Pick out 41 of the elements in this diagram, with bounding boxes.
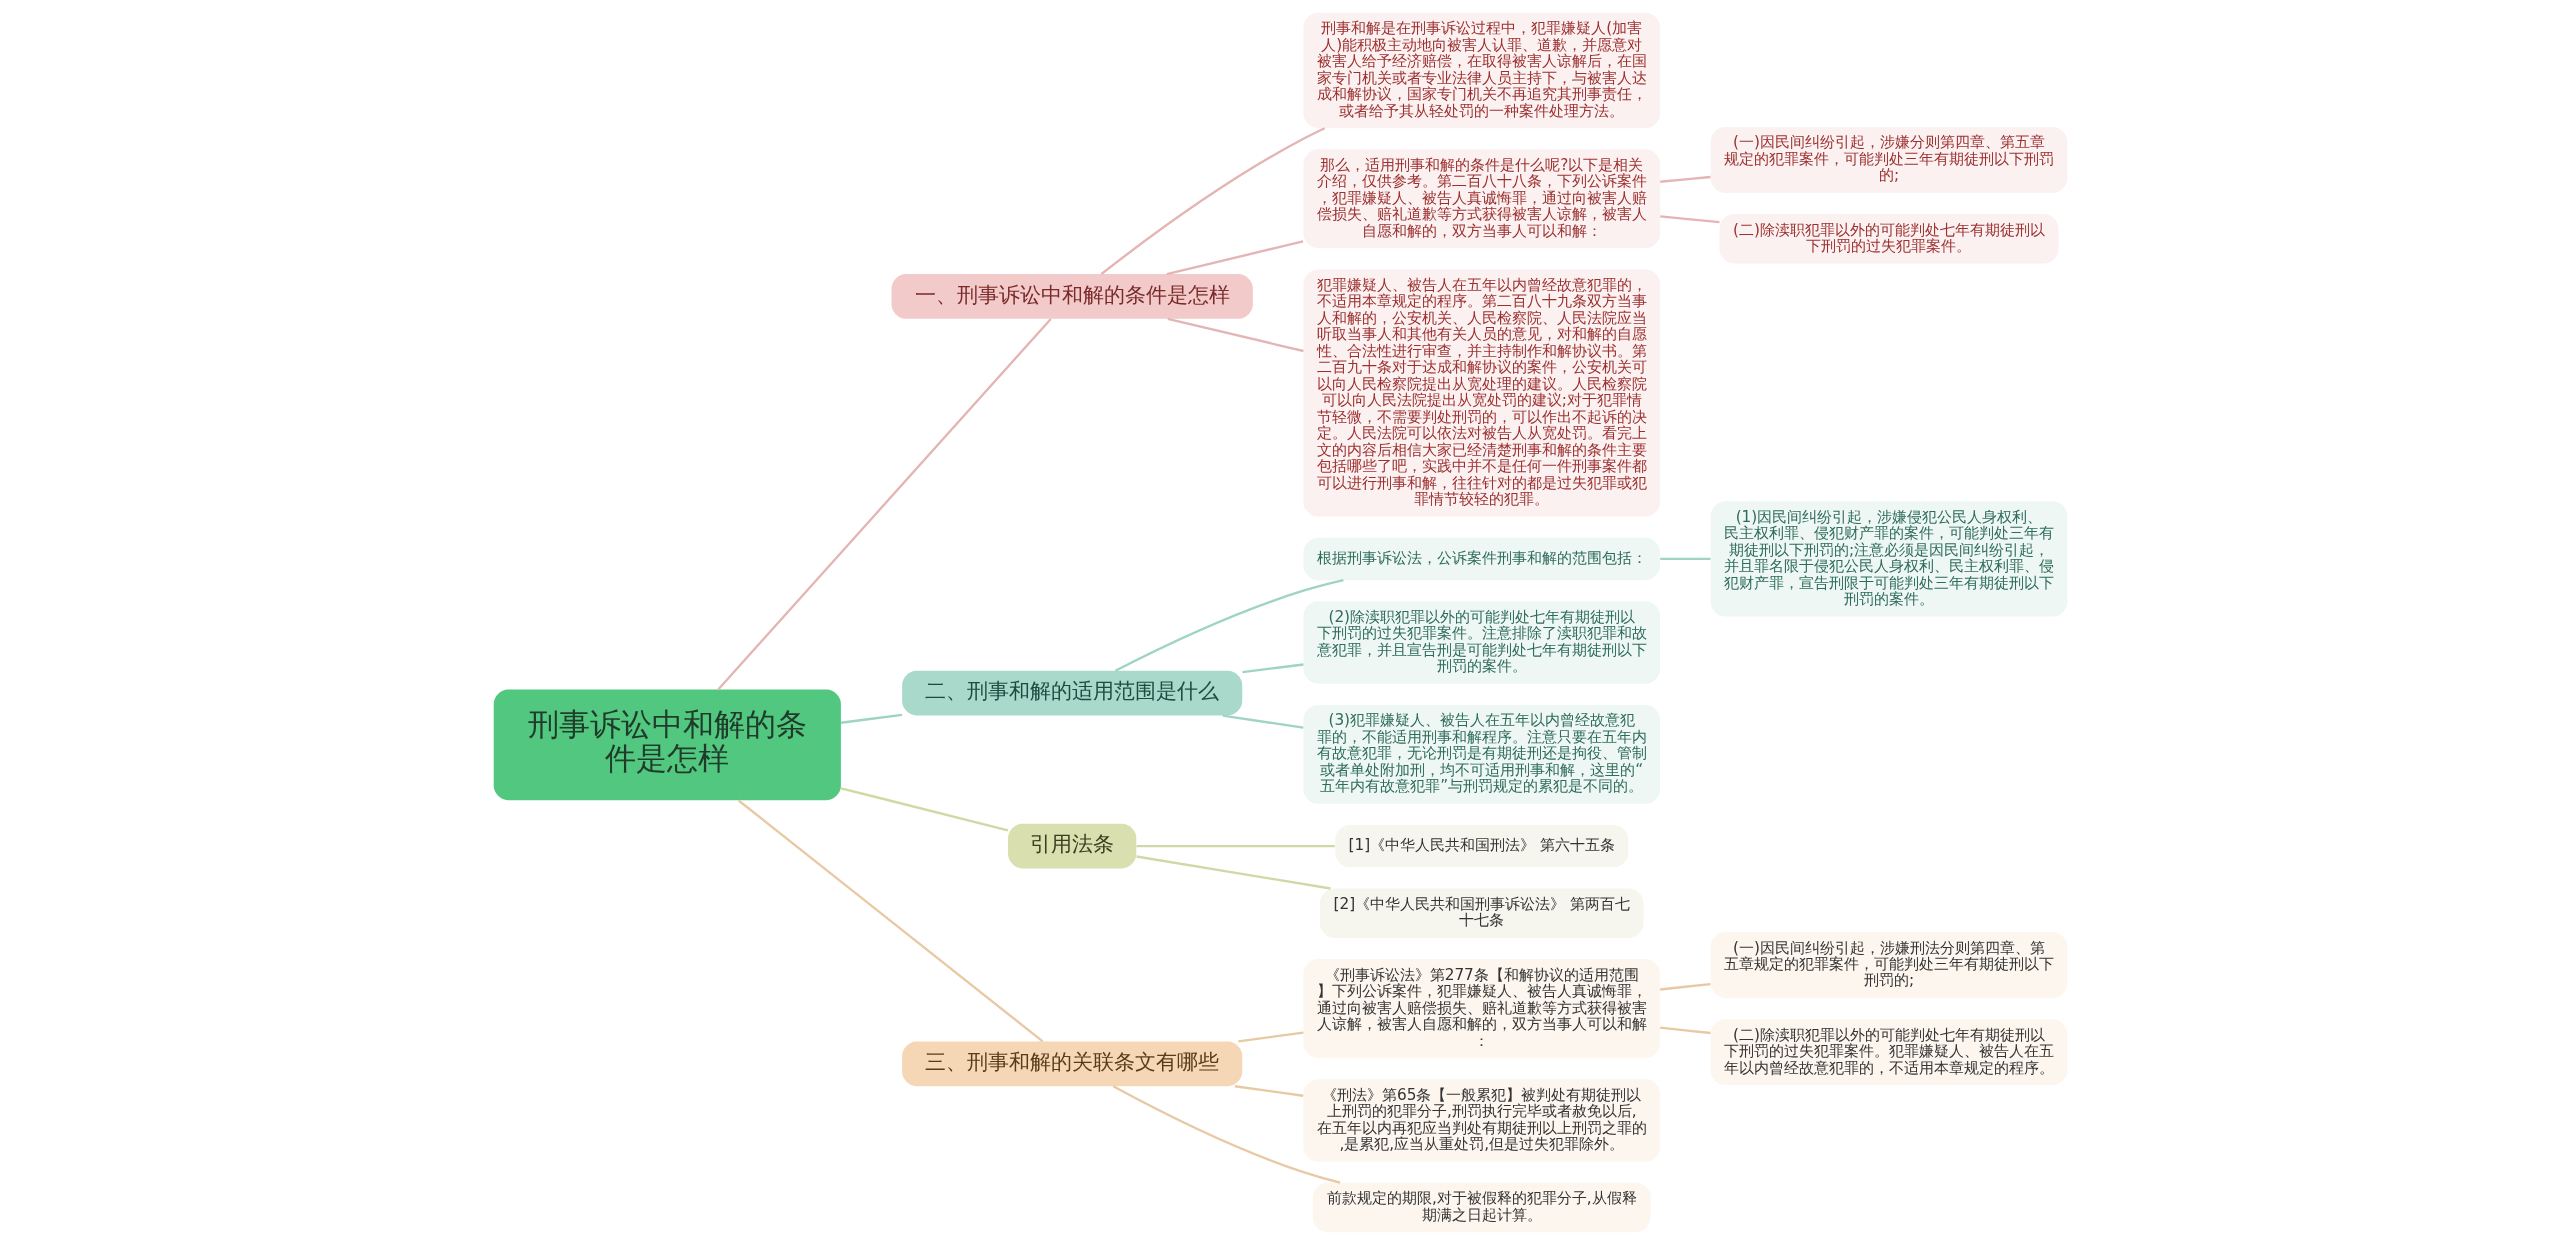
node-box: 刑事和解是在刑事诉讼过程中，犯罪嫌疑人(加害人)能积极主动地向被害人认罪、道歉，并愿意对被害人给予经济赔偿，在取得被害人谅解后，在国家专门机关或者专业法律人员主持下，与被害人达成和解协议，国家专门机关不再追究其刑事责任，或者给予其从轻处罚的一种案件处理方法。 — [1302, 12, 1660, 129]
node-box: 犯罪嫌疑人、被告人在五年以内曾经故意犯罪的，不适用本章规定的程序。第二百八十九条双方当事人和解的，公安机关、人民检察院、人民法院应当听取当事人和其他有关人员的意见，对和解的自愿性、合法性进行审查，并主持制作和解协议书。第二百九十条对于达成和解协议的案件，公安机关可以向人民检察院提出从宽处理的建议。人民检察院可以向人民法院提出从宽处罚的建议;对于犯罪情节轻微，不需要判处刑罚的，可以作出不起诉的决定。人民法院可以依法对被告人从宽处罚。看完上文的内容后相信大家已经清楚刑事和解的条件主要包括哪些了吧，实践中并不是任何一件刑事案件都可以进行刑事和解，往往针对的都是过失犯罪或犯罪情节较轻的犯罪。 — [1302, 269, 1660, 517]
node-box: 《刑法》第65条【一般累犯】被判处有期徒刑以上刑罚的犯罪分子,刑罚执行完毕或者赦免以后,在五年以内再犯应当判处有期徒刑以上刑罚之罪的,是累犯,应当从重处罚,但是过失犯罪除外。 — [1302, 1079, 1660, 1162]
node-box: 根据刑事诉讼法，公诉案件刑事和解的范围包括： — [1302, 537, 1660, 581]
node-box: (一)因民间纠纷引起，涉嫌刑法分则第四章、第五章规定的犯罪案件，可能判处三年有期徒刑以下刑罚的; — [1710, 932, 2067, 998]
node-box: [2]《中华人民共和国刑事诉讼法》 第两百七十七条 — [1319, 888, 1644, 938]
node-box: (二)除渎职犯罪以外的可能判处七年有期徒刑以下刑罚的过失犯罪案件。犯罪嫌疑人、被告人在五年以内曾经故意犯罪的，不适用本章规定的程序。 — [1710, 1019, 2067, 1086]
node-box: 一、刑事诉讼中和解的条件是怎样 — [891, 274, 1253, 319]
connector — [1166, 240, 1303, 276]
node-box: 引用法条 — [1007, 823, 1136, 869]
connector — [737, 799, 1043, 1043]
node-box: (1)因民间纠纷引起，涉嫌侵犯公民人身权利、民主权利罪、侵犯财产罪的案件，可能判处三年有期徒刑以下刑罚的;注意必须是因民间纠纷引起，并且罪名限于侵犯公民人身权利、民主权利罪、侵犯财产罪，宣告刑限于可能判处三年有期徒刑以下刑罚的案件。 — [1710, 501, 2067, 617]
connector — [1234, 1085, 1303, 1097]
node-box: 二、刑事和解的适用范围是什么 — [901, 670, 1242, 716]
node-box: 《刑事诉讼法》第277条【和解协议的适用范围】下列公诉案件，犯罪嫌疑人、被告人真诚悔罪，通过向被害人赔偿损失、赔礼道歉等方式获得被害人谅解，被害人自愿和解的，双方当事人可以和解： — [1302, 959, 1660, 1058]
connector — [1659, 982, 1711, 991]
connector — [1659, 1026, 1711, 1035]
connector — [1100, 127, 1325, 275]
connector — [1222, 714, 1303, 729]
connector — [1114, 579, 1344, 672]
connector — [1659, 557, 1710, 561]
connector — [1241, 663, 1304, 674]
connector — [1135, 855, 1331, 890]
connector — [840, 787, 1008, 832]
connector — [840, 713, 902, 724]
connector — [1659, 175, 1711, 183]
node-box: (2)除渎职犯罪以外的可能判处七年有期徒刑以下刑罚的过失犯罪案件。注意排除了渎职犯罪和故意犯罪，并且宣告刑是可能判处七年有期徒刑以下刑罚的案件。 — [1302, 601, 1660, 684]
node-box: 三、刑事和解的关联条文有哪些 — [901, 1041, 1242, 1087]
connector — [1659, 215, 1720, 224]
connector — [1136, 844, 1335, 848]
connector — [716, 318, 1052, 691]
node-box: (一)因民间纠纷引起，涉嫌分则第四章、第五章规定的犯罪案件，可能判处三年有期徒刑以下刑罚的; — [1710, 127, 2067, 193]
connector — [1237, 1031, 1303, 1043]
node-box: [1]《中华人民共和国刑法》 第六十五条 — [1334, 824, 1628, 868]
node-box: 前款规定的期限,对于被假释的犯罪分子,从假释期满之日起计算。 — [1312, 1182, 1651, 1233]
node-box: (3)犯罪嫌疑人、被告人在五年以内曾经故意犯罪的，不能适用刑事和解程序。注意只要在五年内有故意犯罪，无论刑罚是有期徒刑还是拘役、管制或者单处附加刑，均不可适用刑事和解，这里的“五年内有故意犯罪”与刑罚规定的累犯是不同的。 — [1302, 704, 1660, 804]
node-box: 那么，适用刑事和解的条件是什么呢?以下是相关介绍，仅供参考。第二百八十八条，下列公诉案件，犯罪嫌疑人、被告人真诚悔罪，通过向被害人赔偿损失、赔礼道歉等方式获得被害人谅解，被害人自愿和解的，双方当事人可以和解： — [1302, 149, 1660, 249]
connector — [1112, 1085, 1340, 1184]
node-box: 刑事诉讼中和解的条件是怎样 — [493, 689, 841, 801]
node-box: (二)除渎职犯罪以外的可能判处七年有期徒刑以下刑罚的过失犯罪案件。 — [1719, 214, 2058, 264]
connector — [1167, 317, 1304, 353]
